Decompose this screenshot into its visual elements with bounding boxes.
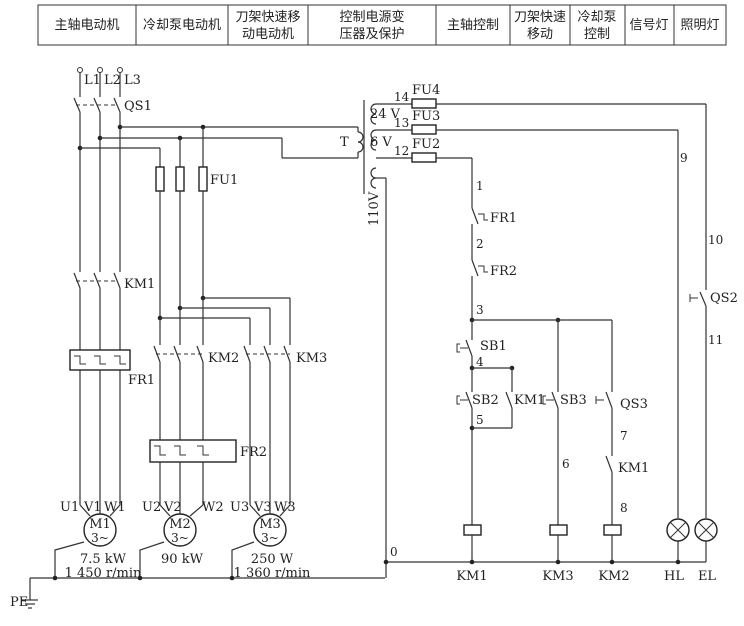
power-circuit: L1 L2 L3 QS1 FU1 xyxy=(10,67,385,610)
m1-phase: 3~ xyxy=(91,531,109,545)
fu3-label: FU3 xyxy=(412,109,440,124)
m3-term-v: V3 xyxy=(253,500,272,515)
lamp-label-el: EL xyxy=(698,569,716,584)
lamp-el xyxy=(694,518,718,542)
m2-phase: 3~ xyxy=(171,531,189,545)
m1-term-v: V1 xyxy=(83,500,102,515)
wire-13: 13 xyxy=(394,116,409,130)
header-cell-7: 信号灯 xyxy=(629,18,668,33)
line-l1: L1 xyxy=(84,73,101,88)
header-cell-3b: 压器及保护 xyxy=(339,27,404,42)
header-cell-1: 冷却泵电动机 xyxy=(143,18,221,33)
header-cell-8: 照明灯 xyxy=(680,18,719,33)
lamp-hl xyxy=(666,518,690,542)
km1-aux-label: KM1 xyxy=(618,461,649,476)
wire-0: 0 xyxy=(390,545,398,559)
wire-3: 3 xyxy=(476,303,484,317)
header-cell-6a: 冷却泵 xyxy=(577,10,616,25)
qs3-label: QS3 xyxy=(620,397,648,412)
m3-phase: 3~ xyxy=(261,531,279,545)
wire-6: 6 xyxy=(562,457,570,471)
coil-km2 xyxy=(603,524,622,536)
lamp-label-hl: HL xyxy=(664,569,684,584)
fu2-label: FU2 xyxy=(412,137,440,152)
transformer-label: T xyxy=(340,135,349,150)
m1-term-w: W1 xyxy=(104,500,126,515)
sb3-label: SB3 xyxy=(560,393,587,408)
fr2-contact-label: FR2 xyxy=(490,264,517,279)
km3-label: KM3 xyxy=(296,351,327,366)
m2-term-w: W2 xyxy=(202,500,224,515)
m1-rating: 7.5 kW xyxy=(80,552,127,567)
m3-rating: 250 W xyxy=(251,552,294,567)
header-cell-0: 主轴电动机 xyxy=(54,18,119,33)
header-cell-2a: 刀架快速移 xyxy=(235,10,300,25)
sb2-label: SB2 xyxy=(472,393,499,408)
m2-term-v: V2 xyxy=(163,500,182,515)
header-cell-5a: 刀架快速 xyxy=(514,10,566,25)
motor-m2 xyxy=(163,513,197,547)
transformer: T 24 V 6 V 110V xyxy=(340,100,401,226)
wire-5: 5 xyxy=(476,413,484,427)
wire-9: 9 xyxy=(680,151,688,165)
header-table: 主轴电动机 冷却泵电动机 刀架快速移 动电动机 控制电源变 压器及保护 主轴控制… xyxy=(37,4,727,46)
fr2-label: FR2 xyxy=(240,445,267,460)
wire-8: 8 xyxy=(620,501,628,515)
motor-m3 xyxy=(253,513,287,547)
km1-hold-label: KM1 xyxy=(514,393,545,408)
qs2-label: QS2 xyxy=(710,291,738,306)
m2-rating: 90 kW xyxy=(161,552,204,567)
m2-name: M2 xyxy=(169,517,191,532)
m1-term-u: U1 xyxy=(60,500,79,515)
line-l2: L2 xyxy=(104,73,121,88)
coil-label-km3: KM3 xyxy=(542,569,573,584)
km1-label: KM1 xyxy=(124,277,155,292)
coil-km1 xyxy=(463,524,482,536)
fr1-label: FR1 xyxy=(128,373,155,388)
transformer-24v: 24 V xyxy=(370,107,401,122)
coil-label-km1: KM1 xyxy=(456,569,487,584)
fr1-contact-label: FR1 xyxy=(490,211,517,226)
coil-label-km2: KM2 xyxy=(598,569,629,584)
wire-11: 11 xyxy=(708,333,723,347)
transformer-6v: 6 V xyxy=(370,135,392,150)
fu4-label: FU4 xyxy=(412,83,440,98)
m2-term-u: U2 xyxy=(142,500,161,515)
m3-speed: 1 360 r/min xyxy=(234,566,311,581)
km2-label: KM2 xyxy=(208,351,239,366)
transformer-110v: 110V xyxy=(367,191,382,226)
m3-term-w: W3 xyxy=(274,500,296,515)
header-cell-3a: 控制电源变 xyxy=(339,9,404,25)
qs1-label: QS1 xyxy=(124,99,152,114)
wire-7: 7 xyxy=(620,429,628,443)
control-circuit: 14 13 12 FU4 FU3 FU2 10 QS2 11 9 1 FR1 2 xyxy=(376,83,738,584)
header-cell-2b: 动电动机 xyxy=(242,27,294,42)
fu1-label: FU1 xyxy=(210,173,238,188)
pe-label: PE xyxy=(10,595,28,610)
wire-2: 2 xyxy=(476,237,484,251)
header-cell-6b: 控制 xyxy=(584,27,610,42)
wire-4: 4 xyxy=(476,355,484,369)
header-cell-5b: 移动 xyxy=(527,27,553,42)
line-l3: L3 xyxy=(124,73,141,88)
m1-speed: 1 450 r/min xyxy=(65,566,142,581)
coil-km3 xyxy=(549,524,568,536)
header-cell-4: 主轴控制 xyxy=(447,18,499,33)
wire-12: 12 xyxy=(394,144,409,158)
m3-term-u: U3 xyxy=(230,500,249,515)
wire-14: 14 xyxy=(394,90,410,104)
m1-name: M1 xyxy=(89,517,111,532)
wire-10: 10 xyxy=(708,233,723,247)
motor-m1 xyxy=(83,513,117,547)
sb1-label: SB1 xyxy=(480,339,507,354)
wire-1: 1 xyxy=(476,179,484,193)
m3-name: M3 xyxy=(259,517,281,532)
